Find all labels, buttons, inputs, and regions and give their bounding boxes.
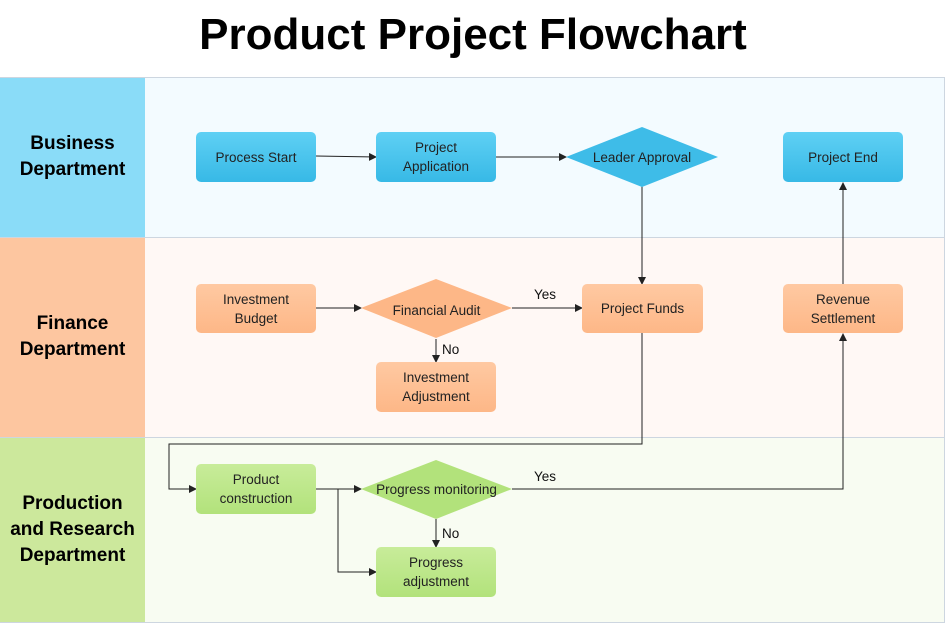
lane-border-top xyxy=(0,77,945,78)
page-title: Product Project Flowchart xyxy=(199,10,747,59)
project-application-node[interactable]: Project Application xyxy=(376,132,496,182)
revenue-settlement-node[interactable]: Revenue Settlement xyxy=(783,284,903,333)
lane-label-finance: Finance Department xyxy=(0,237,145,437)
lane-border xyxy=(0,437,945,438)
project-funds-node[interactable]: Project Funds xyxy=(582,284,703,333)
monitoring-yes-label: Yes xyxy=(534,469,557,484)
progress-monitoring-label[interactable]: Progress monitoring xyxy=(376,481,497,497)
lane-border-right xyxy=(944,77,945,623)
edge-start-to-application xyxy=(315,152,377,161)
progress-monitoring-diamond xyxy=(361,460,512,519)
product-construction-node[interactable]: Product construction xyxy=(196,464,316,514)
lane-border-bottom xyxy=(0,622,945,623)
leader-approval-diamond xyxy=(566,127,718,187)
progress-adjustment-node[interactable]: Progress adjustment xyxy=(376,547,496,597)
edge-monitoring-yes-to-settlement xyxy=(512,333,847,490)
audit-yes-label: Yes xyxy=(534,287,557,302)
leader-approval-label[interactable]: Leader Approval xyxy=(592,149,692,165)
edge-adjustment-loop xyxy=(337,489,377,576)
lane-border xyxy=(0,237,945,238)
investment-adjustment-node[interactable]: Investment Adjustment xyxy=(376,362,496,412)
monitoring-no-label: No xyxy=(442,526,460,541)
project-end-node[interactable]: Project End xyxy=(783,132,903,182)
edge-funds-to-construction xyxy=(168,333,643,493)
investment-budget-node[interactable]: Investment Budget xyxy=(196,284,316,333)
audit-no-label: No xyxy=(442,342,460,357)
financial-audit-label[interactable]: Financial Audit xyxy=(392,302,481,318)
process-start-node[interactable]: Process Start xyxy=(196,132,316,182)
financial-audit-diamond xyxy=(361,279,512,338)
lane-label-business: Business Department xyxy=(0,77,145,237)
lane-finance xyxy=(145,237,945,437)
lane-label-production: Production and Research Department xyxy=(0,437,145,623)
